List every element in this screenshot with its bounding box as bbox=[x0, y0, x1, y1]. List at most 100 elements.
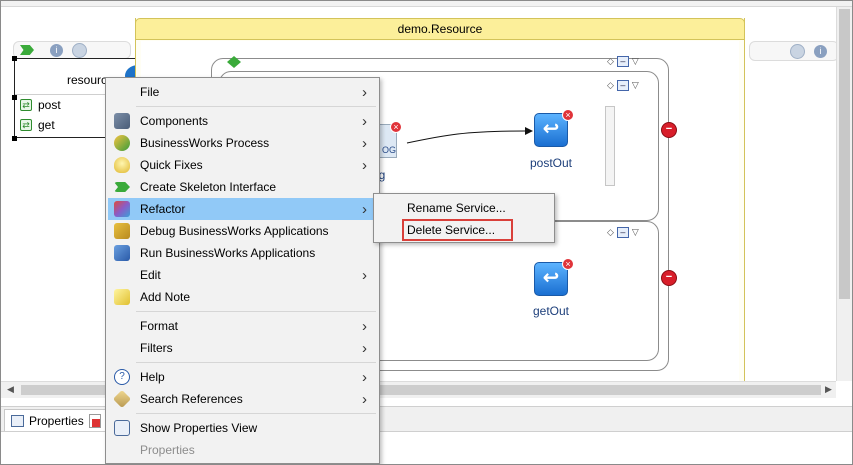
menu-separator bbox=[136, 413, 376, 414]
menu-item-format[interactable]: Format› bbox=[108, 315, 378, 337]
chevron-right-icon: › bbox=[362, 134, 367, 152]
menu-item-filters[interactable]: Filters › bbox=[108, 337, 378, 359]
interface-arrow-icon bbox=[114, 182, 130, 192]
menu-item-label: Edit bbox=[140, 268, 161, 282]
menu-icon-slot bbox=[110, 289, 134, 305]
help-icon: ? bbox=[114, 369, 130, 385]
scope-scrollbar[interactable] bbox=[605, 106, 615, 186]
menu-item-label: Filters bbox=[140, 341, 173, 355]
service-toolbar: i bbox=[13, 41, 131, 59]
chevron-right-icon: › bbox=[362, 339, 367, 357]
activity-icon-text: OG bbox=[382, 145, 397, 155]
scope-controls: ◇ – ▽ bbox=[607, 80, 639, 91]
properties-view-icon bbox=[114, 420, 130, 436]
chevron-right-icon: › bbox=[362, 390, 367, 408]
menu-item-debug-businessworks-applications[interactable]: Debug BusinessWorks Applications bbox=[108, 220, 378, 242]
menu-item-businessworks-process[interactable]: BusinessWorks Process › bbox=[108, 132, 378, 154]
vertical-scrollbar-thumb[interactable] bbox=[839, 9, 850, 299]
menu-item-label: Show Properties View bbox=[140, 421, 258, 435]
stop-icon[interactable]: − bbox=[661, 270, 677, 286]
service-config-icon[interactable] bbox=[72, 43, 87, 58]
minimize-box[interactable]: – bbox=[616, 227, 629, 238]
dropdown-icon[interactable]: ▽ bbox=[631, 56, 639, 66]
menu-item-file[interactable]: File› bbox=[108, 81, 378, 103]
menu-item-search-references[interactable]: Search References › bbox=[108, 388, 378, 410]
editor-tab-strip bbox=[1, 1, 852, 7]
menu-item-label: Search References bbox=[140, 392, 243, 406]
menu-item-components[interactable]: Components › bbox=[108, 110, 378, 132]
menu-item-label: Quick Fixes bbox=[140, 158, 203, 172]
process-controls: ◇ – ▽ bbox=[607, 56, 639, 67]
menu-item-refactor[interactable]: Refactor› bbox=[108, 198, 378, 220]
chevron-right-icon: › bbox=[362, 200, 367, 218]
menu-item-label: Delete Service... bbox=[407, 223, 496, 237]
start-arrow-icon[interactable] bbox=[227, 56, 241, 68]
menu-item-properties: Properties bbox=[108, 439, 378, 461]
stop-icon[interactable]: − bbox=[661, 122, 677, 138]
minimize-box[interactable]: – bbox=[616, 56, 629, 67]
minimize-box[interactable]: – bbox=[616, 80, 629, 91]
process-icon bbox=[114, 135, 130, 151]
dropdown-icon[interactable]: ▽ bbox=[631, 80, 639, 90]
run-icon bbox=[114, 245, 130, 261]
menu-item-help[interactable]: ?Help› bbox=[108, 366, 378, 388]
menu-item-edit[interactable]: Edit › bbox=[108, 264, 378, 286]
selection-handle[interactable] bbox=[12, 136, 17, 141]
reference-config-icon[interactable] bbox=[790, 44, 805, 59]
menu-separator bbox=[136, 106, 376, 107]
activity-label: getOut bbox=[532, 304, 570, 318]
menu-item-show-properties-view[interactable]: Show Properties View bbox=[108, 417, 378, 439]
menu-item-delete-service[interactable]: Delete Service... bbox=[376, 219, 552, 241]
service-name: resourc bbox=[67, 73, 108, 87]
menu-item-label: Components bbox=[140, 114, 209, 128]
menu-item-label: Debug BusinessWorks Applications bbox=[140, 224, 329, 238]
menu-item-label: Add Note bbox=[140, 290, 191, 304]
scroll-left-icon[interactable]: ◀ bbox=[7, 384, 14, 394]
menu-icon-slot bbox=[110, 245, 134, 261]
menu-item-rename-service[interactable]: Rename Service... bbox=[376, 197, 552, 219]
info-icon[interactable]: i bbox=[50, 44, 63, 57]
resource-title[interactable]: demo.Resource bbox=[135, 18, 745, 40]
selection-handle[interactable] bbox=[12, 95, 17, 100]
collapse-arrows-icon[interactable]: ◇ bbox=[607, 56, 614, 66]
chevron-right-icon: › bbox=[362, 112, 367, 130]
menu-icon-slot bbox=[110, 223, 134, 239]
menu-item-quick-fixes[interactable]: Quick Fixes› bbox=[108, 154, 378, 176]
refactor-icon bbox=[114, 201, 130, 217]
selection-handle[interactable] bbox=[12, 56, 17, 61]
transition-arrow[interactable] bbox=[405, 125, 535, 145]
right-toolbar: i bbox=[749, 41, 839, 61]
dropdown-icon[interactable]: ▽ bbox=[631, 227, 639, 237]
menu-item-label: Rename Service... bbox=[407, 201, 506, 215]
operation-get[interactable]: ⇄ get bbox=[20, 116, 55, 134]
chevron-right-icon: › bbox=[362, 266, 367, 284]
error-badge-icon: × bbox=[562, 109, 574, 121]
problems-icon[interactable] bbox=[88, 413, 101, 428]
menu-icon-slot bbox=[110, 182, 134, 192]
delete-service-highlight bbox=[402, 219, 513, 241]
error-badge-icon: × bbox=[390, 121, 402, 133]
menu-item-create-skeleton-interface[interactable]: Create Skeleton Interface bbox=[108, 176, 378, 198]
menu-item-add-note[interactable]: Add Note bbox=[108, 286, 378, 308]
collapse-arrows-icon[interactable]: ◇ bbox=[607, 80, 614, 90]
menu-icon-slot bbox=[110, 113, 134, 129]
menu-icon-slot bbox=[110, 420, 134, 436]
menu-icon-slot bbox=[110, 389, 134, 409]
operation-label: post bbox=[38, 98, 61, 112]
operation-post[interactable]: ⇄ post bbox=[20, 96, 61, 114]
interface-arrow-icon[interactable] bbox=[20, 45, 34, 55]
menu-item-label: Format bbox=[140, 319, 179, 333]
debug-icon bbox=[114, 223, 130, 239]
menu-item-label: BusinessWorks Process bbox=[140, 136, 270, 150]
scroll-right-icon[interactable]: ▶ bbox=[825, 384, 832, 394]
tab-properties[interactable]: Properties bbox=[4, 409, 108, 431]
scope-controls: ◇ – ▽ bbox=[607, 227, 639, 238]
menu-item-label: Properties bbox=[140, 443, 195, 457]
info-icon[interactable]: i bbox=[814, 45, 827, 58]
collapse-arrows-icon[interactable]: ◇ bbox=[607, 227, 614, 237]
menu-icon-slot bbox=[110, 157, 134, 173]
menu-item-run-businessworks-applications[interactable]: Run BusinessWorks Applications bbox=[108, 242, 378, 264]
context-menu: File› Components › BusinessWorks Process › Qu… bbox=[105, 77, 380, 464]
chevron-right-icon: › bbox=[362, 83, 367, 101]
horizontal-scrollbar-thumb[interactable] bbox=[21, 385, 821, 395]
